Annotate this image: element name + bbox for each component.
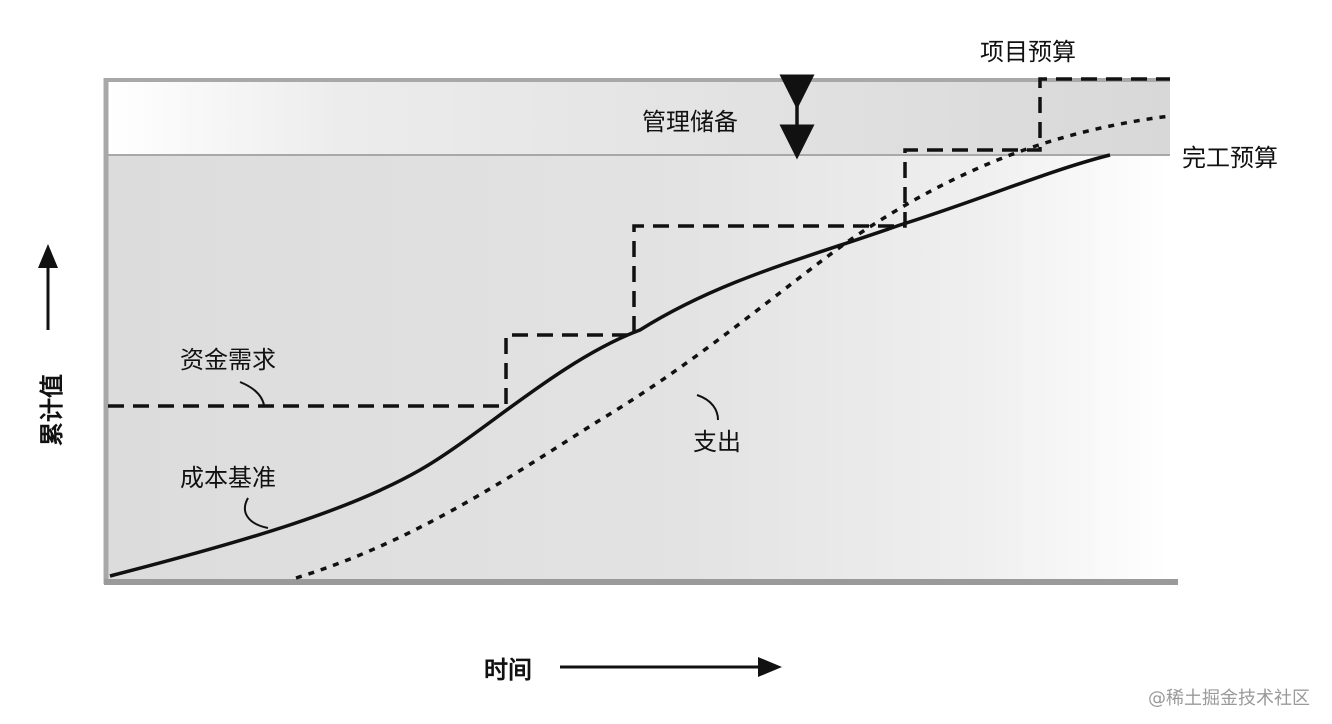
cost-baseline-label: 成本基准: [180, 464, 276, 492]
y-axis-label: 累计值: [38, 374, 66, 446]
cost-baseline-leader: [243, 497, 269, 529]
management-reserve-band: [108, 80, 1170, 155]
funding-requirements-label: 资金需求: [180, 346, 276, 374]
y-axis-arrowhead: [38, 244, 58, 268]
expenditures-leader: [696, 394, 719, 421]
x-axis-label: 时间: [484, 656, 532, 684]
expenditures-line: [295, 114, 1171, 580]
funding-requirements-line: [108, 77, 1170, 408]
project-budget-label: 项目预算: [980, 38, 1076, 66]
x-axis-arrowhead: [758, 657, 782, 677]
watermark: @稀土掘金技术社区: [1148, 688, 1310, 709]
funding-leader: [239, 381, 265, 406]
expenditures-label: 支出: [693, 428, 741, 456]
bac-label: 完工预算: [1182, 144, 1278, 172]
management-reserve-label: 管理储备: [642, 108, 738, 136]
cost-baseline-line: [109, 153, 1111, 578]
